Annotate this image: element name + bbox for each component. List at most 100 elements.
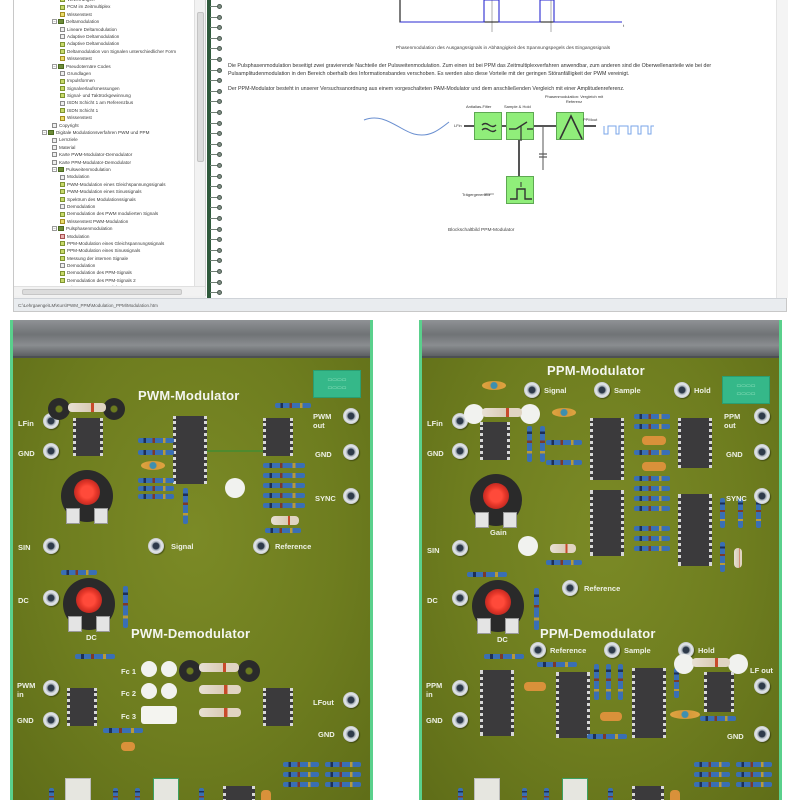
tree-item[interactable]: Demodulation: [14, 203, 194, 210]
tree-item[interactable]: Modulation: [14, 173, 194, 180]
jack-ppm-in[interactable]: [452, 680, 468, 696]
jack-sample[interactable]: [594, 382, 610, 398]
potentiometer-dc[interactable]: [472, 580, 524, 634]
jack-sync[interactable]: [343, 488, 359, 504]
jack-reference[interactable]: [562, 580, 578, 596]
jack-gnd-out[interactable]: [754, 726, 770, 742]
tree-item[interactable]: PWM-Modulation eines Sinussignals: [14, 188, 194, 195]
pot-knob[interactable]: [76, 587, 102, 613]
tree-item[interactable]: −Pseudoternäre Codes: [14, 63, 194, 70]
potentiometer-gain[interactable]: [470, 474, 522, 528]
trimmer[interactable]: [562, 778, 588, 800]
pot-knob[interactable]: [483, 483, 509, 509]
trimmer[interactable]: [474, 778, 500, 800]
tree-item[interactable]: Deltamodulation von Signalen unterschied…: [14, 48, 194, 55]
tree-item-label: Pulsweitenmodulation: [66, 166, 111, 172]
tree-item[interactable]: Wissenstest PWM-Modulation: [14, 218, 194, 225]
jack-demod-reference[interactable]: [530, 642, 546, 658]
jack-pwm-out[interactable]: [343, 408, 359, 424]
tree-item[interactable]: Impulsformen: [14, 77, 194, 84]
tree-item[interactable]: Demodulation des PPM-Signals: [14, 269, 194, 276]
tree-item[interactable]: Wissenstest: [14, 11, 194, 18]
jack-gnd-demod[interactable]: [452, 712, 468, 728]
jack-pwm-in[interactable]: [43, 680, 59, 696]
tree-item[interactable]: Karte PWM-Modulator-Demodulator: [14, 151, 194, 158]
collapse-toggle-icon[interactable]: −: [52, 19, 57, 25]
jack-demod-sample[interactable]: [604, 642, 620, 658]
collapse-toggle-icon[interactable]: −: [52, 167, 57, 173]
tree-horizontal-scrollbar[interactable]: [14, 286, 205, 296]
tree-item[interactable]: −Digitale Modulationsverfahren PWM und P…: [14, 129, 194, 136]
tree-vertical-scroll-thumb[interactable]: [197, 12, 204, 162]
tree-item[interactable]: Demodulation des PWM modulierten Signals: [14, 210, 194, 217]
tree-item[interactable]: Modulation: [14, 233, 194, 240]
tree-item[interactable]: Signalverlaufsmessungen: [14, 85, 194, 92]
collapse-toggle-icon[interactable]: −: [42, 130, 47, 136]
ic-chip: [67, 688, 97, 726]
binder-ring-icon: [210, 25, 222, 31]
tree-item[interactable]: PWM-Modulation eines Gleichspannungssign…: [14, 181, 194, 188]
tree-item[interactable]: −Pulsphasenmodulation: [14, 225, 194, 232]
ic-chip: [632, 668, 666, 738]
tree-item[interactable]: Demodulation: [14, 262, 194, 269]
jack-gnd-demod[interactable]: [43, 712, 59, 728]
jack-gnd-out[interactable]: [343, 726, 359, 742]
jack-signal[interactable]: [524, 382, 540, 398]
tantalum-capacitor: [642, 436, 666, 445]
jack-sync[interactable]: [754, 488, 770, 504]
jack-sin[interactable]: [43, 538, 59, 554]
jack-hold[interactable]: [674, 382, 690, 398]
tree-item[interactable]: Lineare Deltamodulation: [14, 26, 194, 33]
tree-item[interactable]: ISDN Schicht 1: [14, 107, 194, 114]
pulse-icon: [510, 182, 532, 200]
trimmer[interactable]: [153, 778, 179, 800]
jack-ppm-out[interactable]: [754, 408, 770, 424]
tree-item[interactable]: Material: [14, 144, 194, 151]
jack-gnd-right[interactable]: [754, 444, 770, 460]
tree-item[interactable]: PCM im Zeitmultiplex: [14, 3, 194, 10]
jack-reference[interactable]: [253, 538, 269, 554]
pot-knob[interactable]: [485, 589, 511, 615]
potentiometer-dc[interactable]: [63, 578, 115, 632]
collapse-toggle-icon[interactable]: −: [52, 226, 57, 232]
tree-item[interactable]: Demodulation des PPM-Signals 2: [14, 277, 194, 284]
tree-item[interactable]: Adaptive Deltamodulation: [14, 33, 194, 40]
jack-gnd[interactable]: [452, 443, 468, 459]
tree-item[interactable]: PPM-Modulation eines Gleichspannungssign…: [14, 240, 194, 247]
sim-icon: [60, 0, 65, 3]
collapse-toggle-icon[interactable]: −: [52, 63, 57, 69]
tree-horizontal-scroll-thumb[interactable]: [22, 289, 182, 295]
jack-gnd-right[interactable]: [343, 444, 359, 460]
tree-item[interactable]: Adaptive Deltamodulation: [14, 40, 194, 47]
document-vertical-scrollbar[interactable]: [776, 0, 788, 298]
tree-item[interactable]: Wissenstest: [14, 114, 194, 121]
potentiometer-signal[interactable]: [61, 470, 113, 524]
tree-item[interactable]: Grundlagen: [14, 70, 194, 77]
jack-sin[interactable]: [452, 540, 468, 556]
tree-item[interactable]: Spektrum des Modulationssignals: [14, 196, 194, 203]
binder-ring-icon: [210, 258, 222, 264]
tree-item[interactable]: Karte PPM-Modulator-Demodulator: [14, 159, 194, 166]
trimmer[interactable]: [65, 778, 91, 800]
jack-lf-out[interactable]: [343, 692, 359, 708]
tree-item[interactable]: Wissenstest: [14, 55, 194, 62]
jack-dc[interactable]: [452, 590, 468, 606]
tree-item-label: PCM im Zeitmultiplex: [67, 4, 111, 10]
pot-knob[interactable]: [74, 479, 100, 505]
tree-item[interactable]: − Pulsweitenmodulation: [14, 166, 194, 173]
jack-lf-out[interactable]: [754, 678, 770, 694]
tree-item-label: Signal- und Taktrückgewinnung: [67, 93, 131, 99]
tree-vertical-scrollbar[interactable]: [194, 0, 205, 286]
jack-gnd[interactable]: [43, 443, 59, 459]
tree-item[interactable]: Verzerrungen: [14, 0, 194, 3]
tree-item[interactable]: Messung der internen Signale: [14, 255, 194, 262]
carrier-generator-block: [506, 176, 534, 204]
tree-item[interactable]: −Deltamodulation: [14, 18, 194, 25]
tree-item[interactable]: Copyright: [14, 122, 194, 129]
tree-item[interactable]: PPM-Modulation eines Sinussignals: [14, 247, 194, 254]
tree-item[interactable]: Signal- und Taktrückgewinnung: [14, 92, 194, 99]
tree-item[interactable]: Lernziele: [14, 136, 194, 143]
jack-dc[interactable]: [43, 590, 59, 606]
tree-item[interactable]: ISDN Schicht 1 am Referenzbus: [14, 99, 194, 106]
jack-signal[interactable]: [148, 538, 164, 554]
